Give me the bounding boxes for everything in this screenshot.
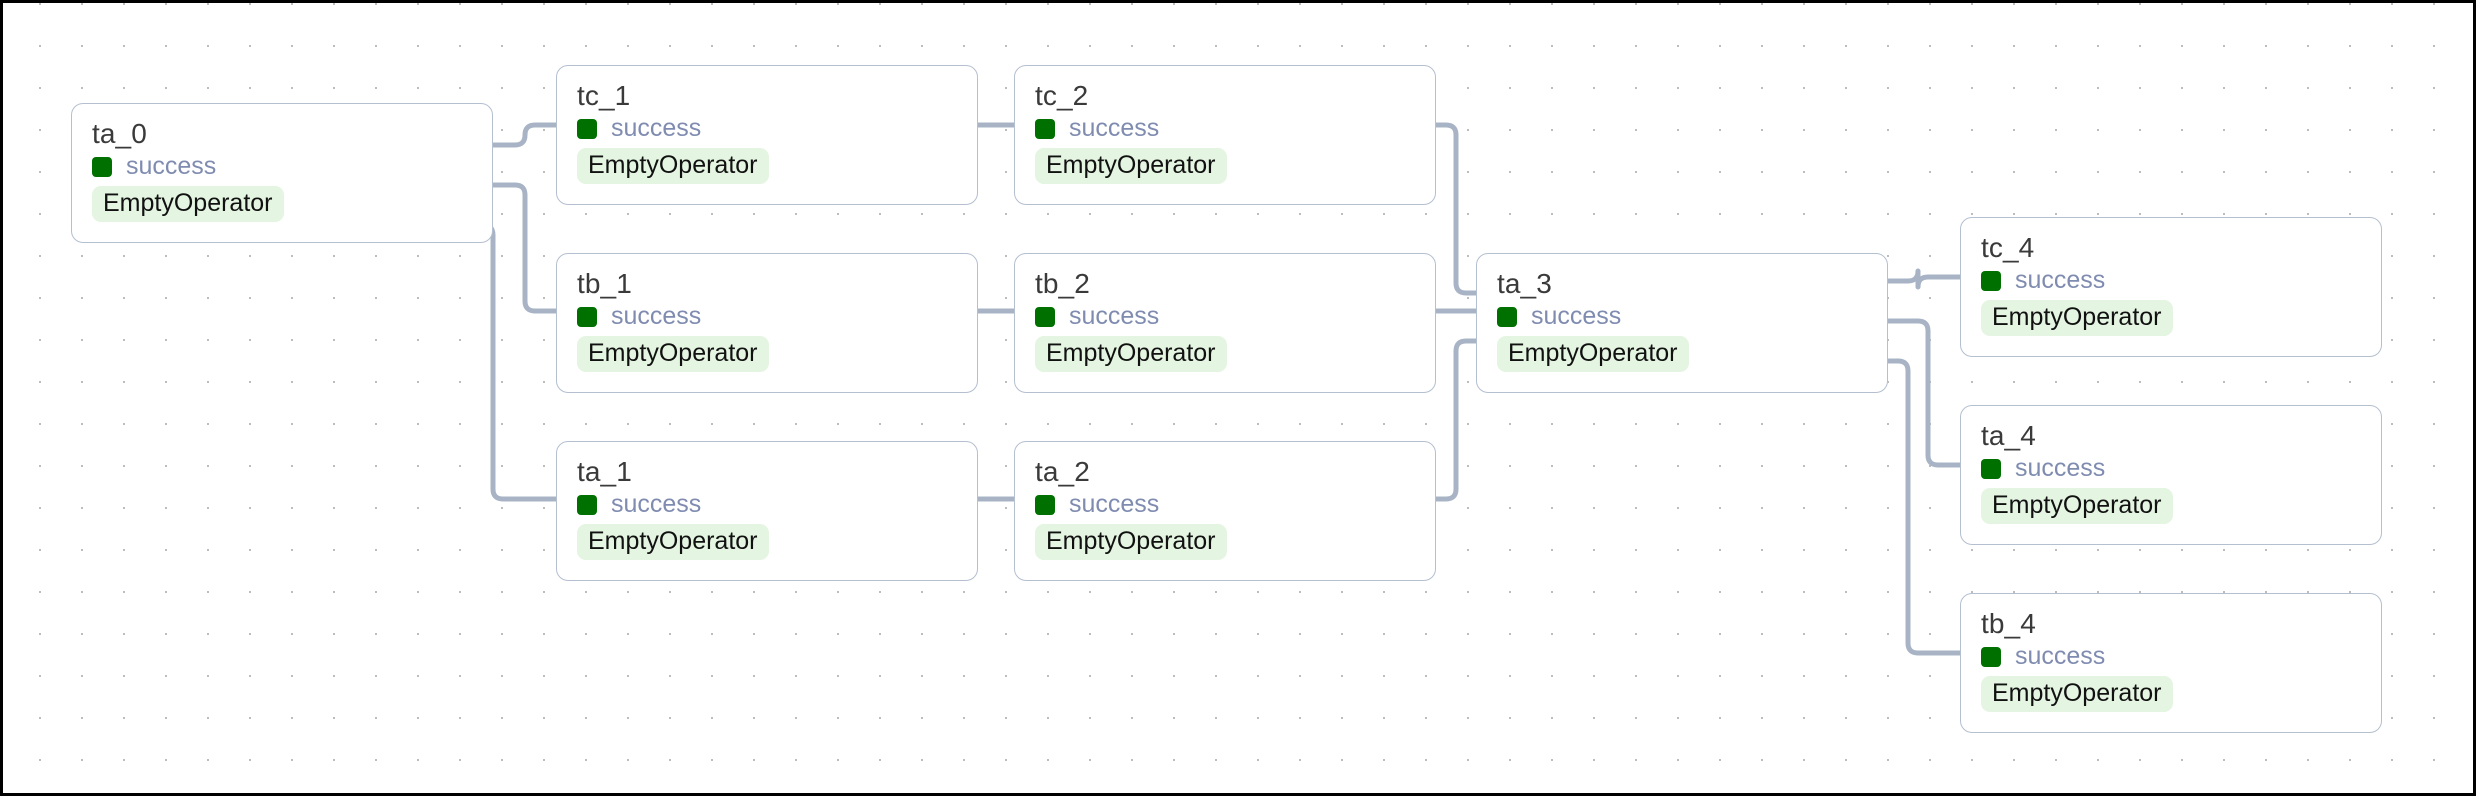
task-node-tb_2[interactable]: tb_2 success EmptyOperator (1014, 253, 1436, 393)
status-square-icon (1981, 647, 2001, 668)
task-title: tb_1 (577, 268, 632, 299)
task-operator-badge: EmptyOperator (1035, 147, 1227, 185)
task-status-text: success (1531, 302, 1622, 331)
task-title: tc_1 (577, 80, 631, 111)
task-status-text: success (1069, 114, 1160, 143)
task-node-tc_2[interactable]: tc_2 success EmptyOperator (1014, 65, 1436, 205)
task-status-row: success (577, 491, 701, 519)
task-status-text: success (1069, 490, 1160, 519)
task-status-row: success (1981, 643, 2105, 671)
status-square-icon (577, 307, 597, 328)
task-title: ta_2 (1035, 456, 1090, 487)
task-operator-badge: EmptyOperator (1981, 299, 2173, 337)
task-status-text: success (2015, 454, 2106, 483)
task-node-tc_1[interactable]: tc_1 success EmptyOperator (556, 65, 978, 205)
status-square-icon (1035, 119, 1055, 140)
task-status-text: success (611, 490, 702, 519)
task-node-tb_1[interactable]: tb_1 success EmptyOperator (556, 253, 978, 393)
task-status-row: success (92, 153, 216, 181)
task-status-row: success (1981, 455, 2105, 483)
status-square-icon (577, 495, 597, 516)
task-operator-badge: EmptyOperator (92, 185, 284, 223)
task-title: ta_4 (1981, 420, 2036, 451)
task-node-ta_1[interactable]: ta_1 success EmptyOperator (556, 441, 978, 581)
task-operator-badge: EmptyOperator (577, 523, 769, 561)
task-node-tc_4[interactable]: tc_4 success EmptyOperator (1960, 217, 2382, 357)
status-square-icon (577, 119, 597, 140)
task-status-row: success (577, 115, 701, 143)
task-title: ta_3 (1497, 268, 1552, 299)
task-node-ta_4[interactable]: ta_4 success EmptyOperator (1960, 405, 2382, 545)
status-square-icon (1981, 271, 2001, 292)
task-operator-badge: EmptyOperator (1981, 675, 2173, 713)
task-status-text: success (611, 302, 702, 331)
task-title: tc_2 (1035, 80, 1089, 111)
status-square-icon (1497, 307, 1517, 328)
task-operator-badge: EmptyOperator (1497, 335, 1689, 373)
node-layer: ta_0 success EmptyOperator tc_1 success … (3, 3, 2473, 793)
task-status-row: success (1981, 267, 2105, 295)
task-title: ta_1 (577, 456, 632, 487)
task-node-tb_4[interactable]: tb_4 success EmptyOperator (1960, 593, 2382, 733)
task-status-text: success (2015, 642, 2106, 671)
task-status-text: success (2015, 266, 2106, 295)
task-status-row: success (1035, 491, 1159, 519)
task-status-row: success (1035, 115, 1159, 143)
task-title: tc_4 (1981, 232, 2035, 263)
status-square-icon (1981, 459, 2001, 480)
task-operator-badge: EmptyOperator (577, 335, 769, 373)
task-operator-badge: EmptyOperator (577, 147, 769, 185)
task-operator-badge: EmptyOperator (1035, 523, 1227, 561)
task-status-row: success (1497, 303, 1621, 331)
task-title: tb_2 (1035, 268, 1090, 299)
task-title: tb_4 (1981, 608, 2036, 639)
task-node-ta_3[interactable]: ta_3 success EmptyOperator (1476, 253, 1888, 393)
task-node-ta_2[interactable]: ta_2 success EmptyOperator (1014, 441, 1436, 581)
task-status-text: success (1069, 302, 1160, 331)
task-status-text: success (611, 114, 702, 143)
status-square-icon (1035, 495, 1055, 516)
task-operator-badge: EmptyOperator (1981, 487, 2173, 525)
status-square-icon (92, 157, 112, 178)
task-status-row: success (577, 303, 701, 331)
task-title: ta_0 (92, 118, 147, 149)
task-operator-badge: EmptyOperator (1035, 335, 1227, 373)
task-status-text: success (126, 152, 217, 181)
status-square-icon (1035, 307, 1055, 328)
task-status-row: success (1035, 303, 1159, 331)
task-node-ta_0[interactable]: ta_0 success EmptyOperator (71, 103, 493, 243)
